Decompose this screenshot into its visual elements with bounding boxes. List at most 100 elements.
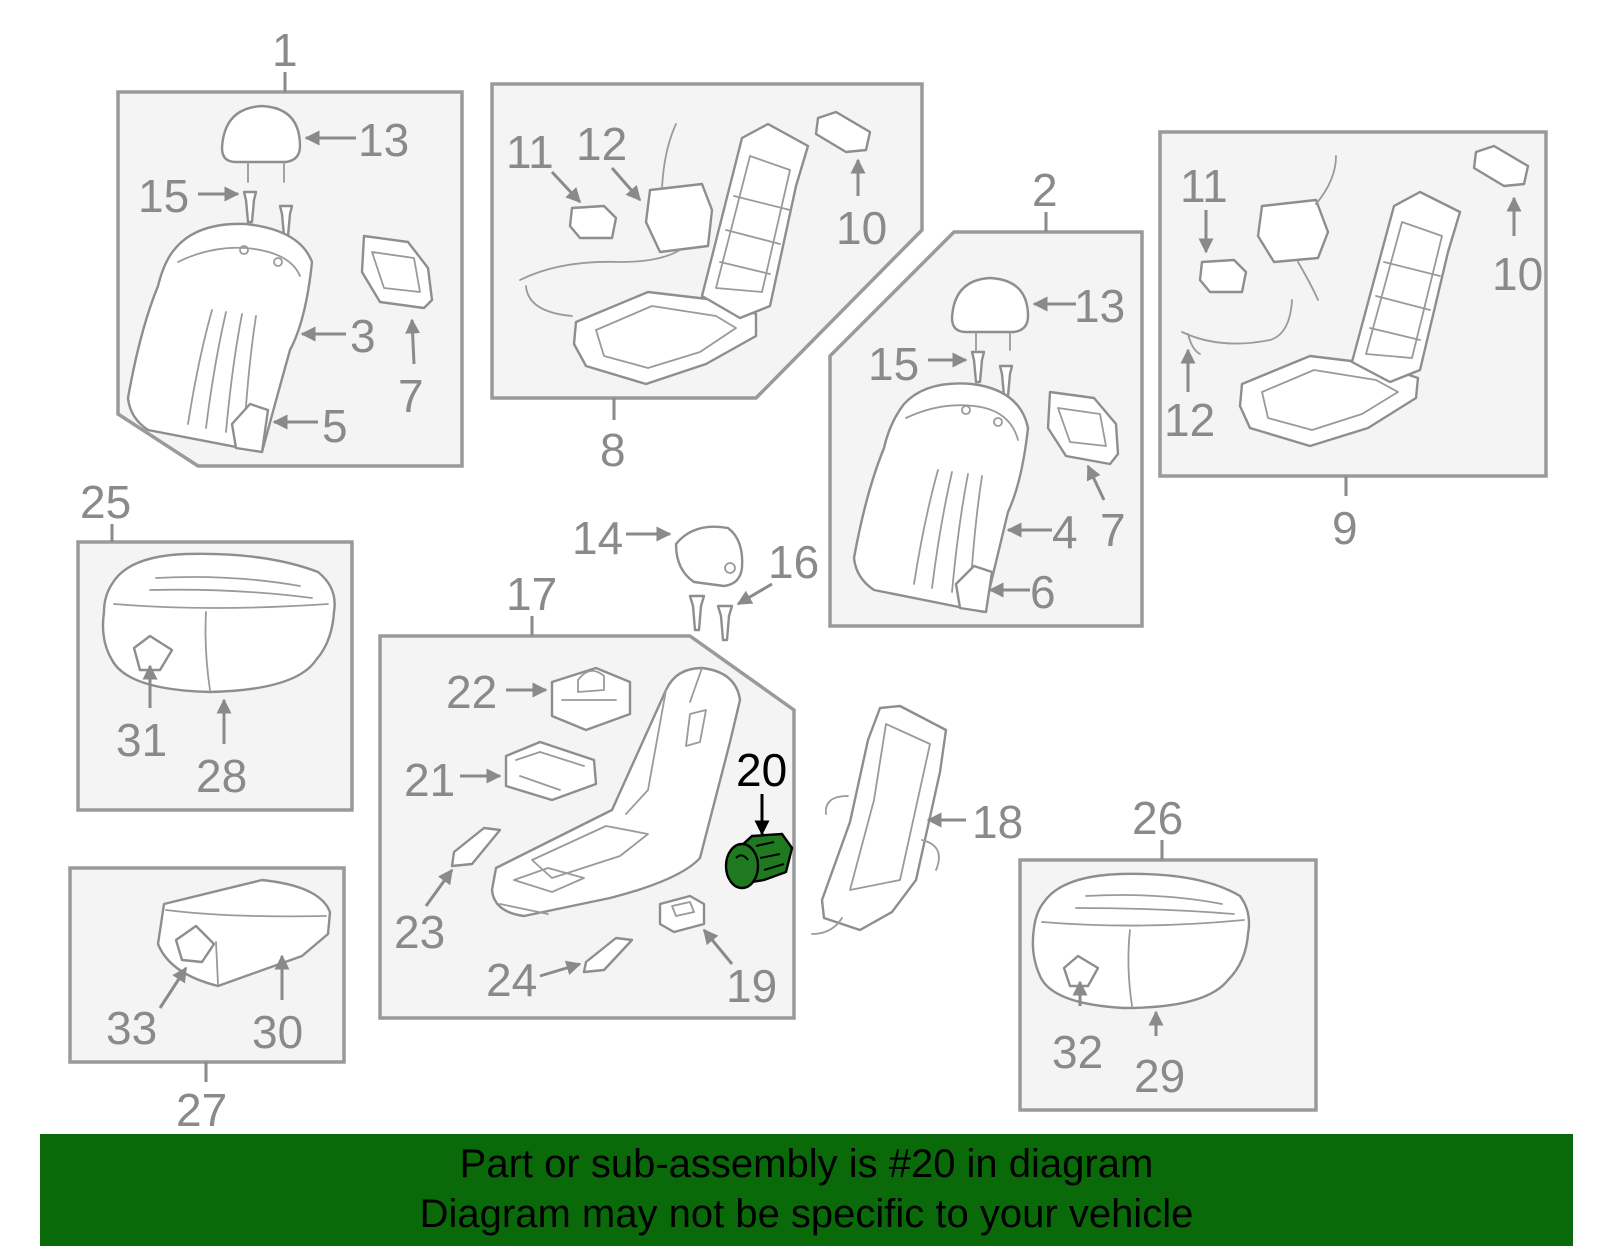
- armrest-frame-18-inner: [849, 723, 931, 891]
- seat-back-4-hole: [993, 417, 1003, 427]
- leader-24: [539, 960, 582, 978]
- callout-1: 1: [272, 24, 298, 76]
- group-17-armrest: 17 22 21 23 24 19 20: [378, 568, 796, 1020]
- seat-back-frame-9-rail: [1369, 261, 1441, 341]
- guide-16: [716, 604, 734, 642]
- leader-33: [158, 966, 188, 1009]
- callout-15: 15: [868, 338, 919, 390]
- armrest-console: [490, 666, 742, 918]
- leader-16: [736, 582, 773, 606]
- callout-23: 23: [394, 906, 445, 958]
- switch-22-knob: [561, 670, 617, 701]
- group-8-seat-frame: 8 11 12 10: [490, 82, 924, 476]
- part-20-detail: [735, 841, 785, 871]
- seat-back-4-seam: [913, 469, 939, 585]
- headrest-group-14: 14 16: [572, 512, 819, 642]
- armrest-frame-group-18: 18: [811, 704, 1023, 935]
- seat-back-frame-8-rail: [719, 195, 791, 275]
- guide-16: [688, 594, 706, 632]
- harness-12: [644, 182, 714, 254]
- callout-18: 18: [972, 796, 1023, 848]
- callout-11: 11: [506, 126, 554, 178]
- leader-12: [610, 167, 642, 202]
- lumbar-support-7-detail: [371, 251, 421, 293]
- callout-29: 29: [1134, 1050, 1185, 1102]
- part-20-face: [724, 842, 760, 890]
- callout-13: 13: [358, 114, 409, 166]
- seat-back-3-hole: [239, 245, 249, 255]
- callout-12: 12: [1164, 394, 1215, 446]
- group-9-seat-frame: 9 11 12 10: [1158, 130, 1548, 554]
- seat-frame-9: [1238, 354, 1420, 448]
- banner-line-1: Part or sub-assembly is #20 in diagram: [459, 1142, 1154, 1186]
- seat-cushion-28: [101, 552, 336, 694]
- callout-7: 7: [398, 370, 424, 422]
- armrest-console-cup: [513, 867, 585, 893]
- seat-back-3-seam: [177, 246, 301, 277]
- callout-8: 8: [600, 424, 626, 476]
- headrest-14-button: [724, 562, 736, 574]
- callout-31: 31: [116, 714, 167, 766]
- callout-14: 14: [572, 512, 623, 564]
- headrest-14: [674, 525, 744, 588]
- callout-16: 16: [768, 536, 819, 588]
- cushion-pad-31: [132, 634, 174, 672]
- harness-12-wire: [1181, 155, 1337, 355]
- info-banner: Part or sub-assembly is #20 in diagram D…: [40, 1134, 1573, 1246]
- leader-23: [424, 868, 454, 907]
- callout-3: 3: [350, 310, 376, 362]
- callout-17: 17: [506, 568, 557, 620]
- seat-back-frame-9: [1350, 190, 1462, 384]
- armrest-console-edge: [625, 667, 703, 815]
- bracket-10: [814, 110, 872, 154]
- seat-cushion-28-seam: [204, 611, 211, 691]
- lumbar-support-7: [360, 234, 434, 310]
- callout-15: 15: [138, 170, 189, 222]
- group-27-seat-cushion: 27 33 30: [68, 866, 346, 1136]
- callout-33: 33: [106, 1002, 157, 1054]
- callout-22: 22: [446, 666, 497, 718]
- headrest-13: [950, 276, 1030, 334]
- callout-10: 10: [836, 202, 887, 254]
- seat-back-3-hole: [273, 257, 283, 267]
- seat-back-4-seam: [931, 471, 953, 589]
- seat-cushion-28-seam: [113, 603, 329, 609]
- seat-cushion-29: [1031, 872, 1251, 1010]
- guide-15: [242, 190, 258, 224]
- seat-cushion-29-seam: [1075, 894, 1235, 915]
- callout-20: 20: [736, 744, 787, 796]
- callout-24: 24: [486, 954, 537, 1006]
- seat-back-4-hole: [961, 405, 971, 415]
- banner-line-2: Diagram may not be specific to your vehi…: [419, 1192, 1194, 1236]
- callout-13: 13: [1074, 280, 1125, 332]
- callout-6: 6: [1030, 566, 1056, 618]
- seat-back-frame-8-inner: [715, 155, 791, 293]
- highlighted-part-20: [724, 832, 794, 890]
- seat-frame-8-inner: [595, 305, 737, 369]
- seat-back-4: [852, 382, 1030, 614]
- seat-frame-9-inner: [1261, 369, 1399, 431]
- switch-22: [550, 666, 632, 732]
- armrest-console-slot: [499, 709, 707, 915]
- harness-12-wire: [519, 123, 681, 317]
- callout-9: 9: [1332, 502, 1358, 554]
- seat-back-3-seam: [225, 313, 243, 433]
- seat-back-3-seam: [187, 309, 213, 425]
- callout-4: 4: [1052, 506, 1078, 558]
- seat-back-frame-9-inner: [1365, 221, 1443, 359]
- seat-cushion-29-seam: [1041, 919, 1245, 927]
- leader-11: [550, 170, 582, 204]
- callout-10: 10: [1492, 248, 1543, 300]
- seat-back-pad-5: [230, 402, 270, 454]
- leader-7: [405, 318, 421, 365]
- callout-21: 21: [404, 754, 455, 806]
- seat-cushion-28-seam: [149, 576, 313, 599]
- callout-28: 28: [196, 750, 247, 802]
- armrest-frame-18: [820, 704, 948, 932]
- callout-32: 32: [1052, 1026, 1103, 1078]
- module-11: [568, 204, 618, 240]
- trim-24: [582, 936, 634, 974]
- seat-back-4-seam: [951, 473, 969, 593]
- bracket-10: [1472, 144, 1530, 188]
